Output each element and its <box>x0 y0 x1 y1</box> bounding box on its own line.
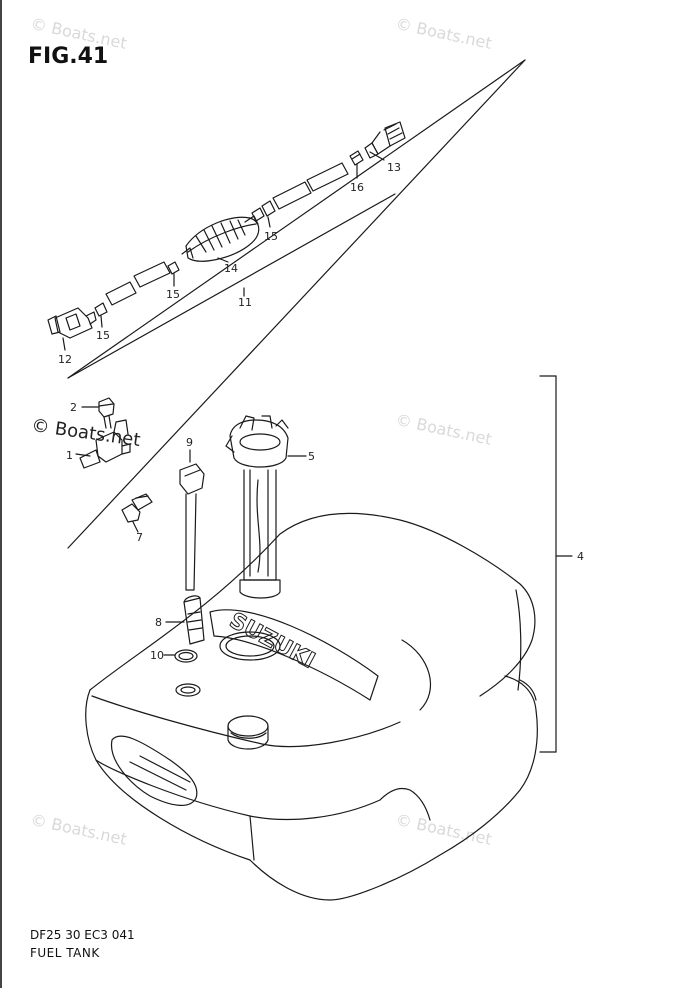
callout-11: 11 <box>238 296 252 309</box>
o-ring-10 <box>163 649 198 663</box>
callout-15: 15 <box>96 329 110 342</box>
callout-12: 12 <box>58 353 72 366</box>
fitting-7 <box>121 493 153 533</box>
callout-14: 14 <box>224 262 238 275</box>
hose-segment <box>272 162 349 210</box>
fitting-2 <box>81 397 115 429</box>
valve-1 <box>75 419 131 469</box>
diagram-code: DF25 30 EC3 041 <box>30 928 135 942</box>
figure-title: FIG.41 <box>28 44 109 69</box>
callout-7: 7 <box>136 531 143 544</box>
fuel-tank-body <box>85 512 538 901</box>
callout-9: 9 <box>186 436 193 449</box>
page-border <box>0 0 2 988</box>
fuel-gauge-5 <box>225 415 307 599</box>
group-line <box>67 193 396 379</box>
callout-1: 1 <box>66 449 73 462</box>
tank-brand-lettering: SUZUKI <box>225 608 319 674</box>
group-line <box>67 59 526 549</box>
callout-16: 16 <box>350 181 364 194</box>
leader-lines <box>62 151 385 351</box>
fuel-hose-assembly <box>47 121 406 339</box>
connector-12 <box>47 307 97 339</box>
callout-5: 5 <box>308 450 315 463</box>
callout-15: 15 <box>264 230 278 243</box>
primer-bulb-14 <box>181 215 260 262</box>
filter-8 <box>165 595 205 645</box>
callout-13: 13 <box>387 161 401 174</box>
assembly-bracket-4 <box>539 375 573 753</box>
clamp-16 <box>349 150 364 166</box>
callout-8: 8 <box>155 616 162 629</box>
hose-segment <box>94 261 180 317</box>
diagram-caption: FUEL TANK <box>30 946 100 960</box>
callout-10: 10 <box>150 649 164 662</box>
callout-4: 4 <box>577 550 584 563</box>
group-line <box>67 59 526 379</box>
connector-13 <box>364 121 406 159</box>
callout-15: 15 <box>166 288 180 301</box>
pickup-tube-9 <box>179 449 205 591</box>
callout-2: 2 <box>70 401 77 414</box>
